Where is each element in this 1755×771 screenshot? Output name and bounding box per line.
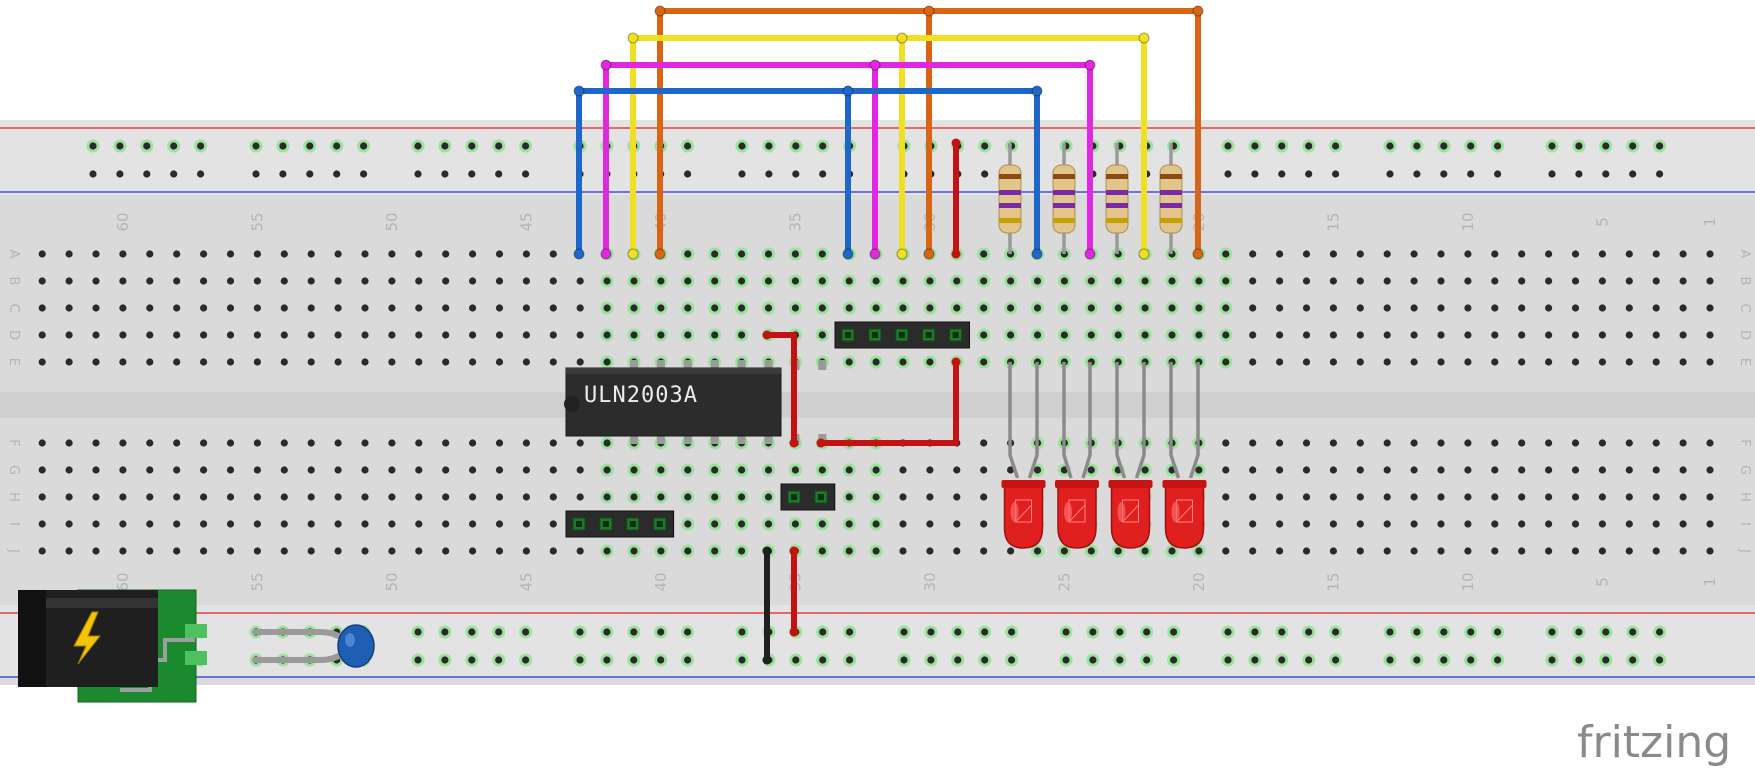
row-letter: G: [6, 465, 21, 475]
bottom-power-rail: [0, 605, 1755, 677]
row-letter: J: [6, 548, 21, 553]
lightning-bolt-icon: [73, 611, 102, 665]
row-letter: A: [1737, 250, 1752, 259]
row-letter: H: [1737, 492, 1752, 502]
jumper-wire[interactable]: [654, 5, 1204, 260]
pin-headers: [565, 321, 970, 538]
center-channel: [0, 392, 1755, 418]
column-number: 60: [114, 572, 132, 591]
resistor[interactable]: [998, 143, 1022, 254]
row-letter: A: [6, 250, 21, 259]
row-letter: G: [1737, 465, 1752, 475]
column-number: 40: [652, 572, 670, 591]
row-letters: A A B B C C D D E E F F G G H H I I J J: [6, 250, 1752, 553]
led-red[interactable]: [1055, 362, 1099, 549]
row-letter: I: [6, 522, 21, 526]
column-number: 50: [383, 212, 401, 231]
jumper-wire[interactable]: [816, 357, 961, 448]
row-letter: J: [1737, 548, 1752, 553]
row-letter: F: [6, 439, 21, 446]
column-number: 35: [786, 212, 804, 231]
row-letter: D: [1737, 330, 1752, 340]
column-number: 50: [383, 572, 401, 591]
header-4-pin[interactable]: [565, 510, 675, 538]
row-letter: B: [6, 277, 21, 286]
column-number: 30: [921, 572, 939, 591]
row-letter: C: [6, 303, 21, 312]
row-letter: E: [6, 358, 21, 366]
resistor[interactable]: [1052, 143, 1076, 254]
column-number: 20: [1190, 572, 1208, 591]
column-number: 25: [1055, 572, 1073, 591]
resistor[interactable]: [1105, 143, 1129, 254]
power-jack[interactable]: [18, 589, 207, 703]
row-letter: F: [1737, 439, 1752, 446]
column-number: 5: [1593, 577, 1611, 587]
jumper-wire[interactable]: [627, 32, 1150, 260]
overhead-wires: [573, 5, 1204, 260]
header-5-pin[interactable]: [834, 321, 970, 349]
column-number: 5: [1593, 217, 1611, 227]
column-number: 45: [517, 572, 535, 591]
column-number: 55: [248, 212, 266, 231]
fritzing-logo: fritzing: [1577, 717, 1731, 768]
column-number: 1: [1701, 217, 1719, 227]
jumper-wire[interactable]: [762, 330, 799, 448]
row-letter: D: [6, 330, 21, 340]
row-letter: B: [1737, 277, 1752, 286]
led-red[interactable]: [1001, 362, 1046, 549]
column-number: 55: [248, 572, 266, 591]
row-letter: C: [1737, 303, 1752, 312]
led-red[interactable]: [1162, 362, 1207, 549]
resistor[interactable]: [1159, 143, 1183, 254]
column-number: 45: [517, 212, 535, 231]
jumper-wire[interactable]: [789, 546, 799, 637]
power-wires: [762, 330, 961, 665]
row-letter: E: [1737, 358, 1752, 366]
column-number: 15: [1324, 572, 1342, 591]
jumper-wire[interactable]: [573, 85, 1043, 260]
ceramic-capacitor[interactable]: [252, 624, 375, 668]
column-number: 10: [1459, 212, 1477, 231]
resistors: [998, 143, 1183, 254]
header-2-pin[interactable]: [780, 483, 836, 511]
led-red[interactable]: [1108, 362, 1153, 549]
breadboard-holes: [38, 139, 1714, 667]
jumper-wire[interactable]: [600, 59, 1096, 260]
row-letter: H: [6, 492, 21, 502]
row-letter: I: [1737, 522, 1752, 526]
column-number: 60: [114, 212, 132, 231]
jumper-wire[interactable]: [762, 546, 772, 665]
leds: [1001, 362, 1207, 549]
column-number: 15: [1324, 212, 1342, 231]
column-number: 10: [1459, 572, 1477, 591]
chip-label: ULN2003A: [584, 383, 698, 408]
column-number: 1: [1701, 577, 1719, 587]
jumper-wire[interactable]: [951, 138, 961, 259]
